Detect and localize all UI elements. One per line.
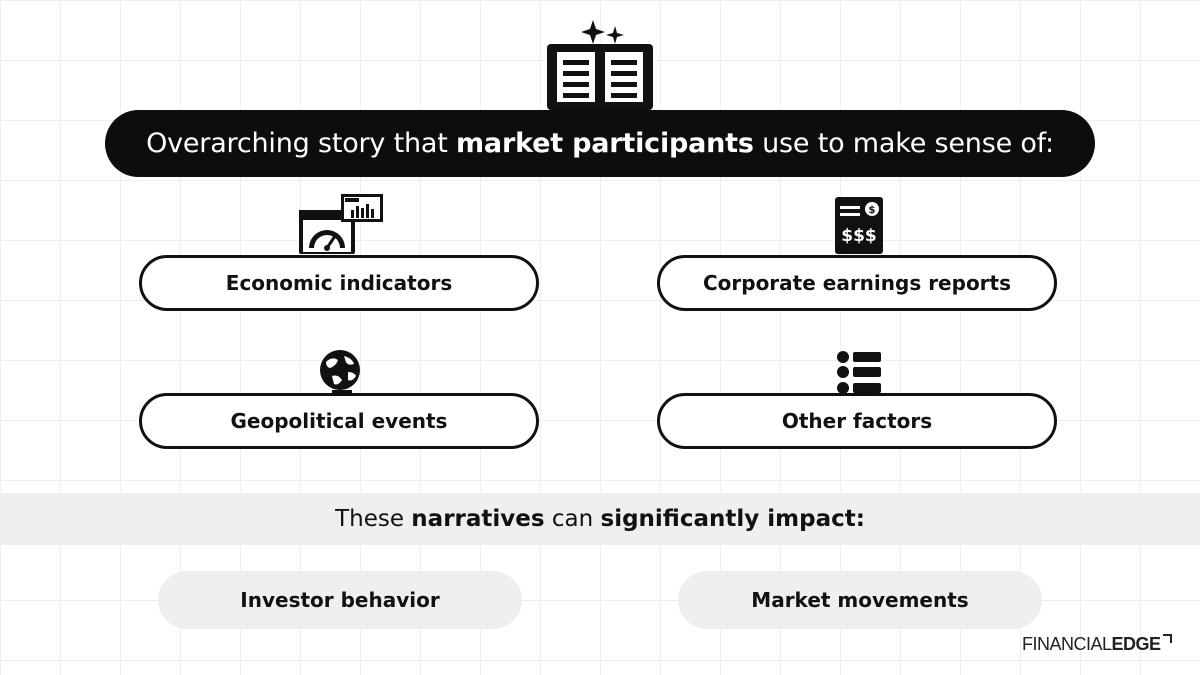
globe-icon — [320, 350, 360, 394]
logo-part1: FINANCIAL — [1022, 634, 1112, 654]
outcome-label: Market movements — [751, 588, 969, 612]
factor-pill-geopolitical-events: Geopolitical events — [139, 393, 539, 449]
impact-bold-narratives: narratives — [411, 506, 545, 532]
impact-middle: can — [544, 506, 601, 532]
factor-pill-corporate-earnings-reports: Corporate earnings reports — [657, 255, 1057, 311]
impact-band: These narratives can significantly impac… — [0, 493, 1200, 545]
impact-bold-significantly: significantly impact: — [600, 506, 865, 532]
factor-label: Geopolitical events — [230, 409, 448, 433]
logo-corner-icon — [1162, 634, 1172, 643]
impact-prefix: These — [335, 506, 412, 532]
svg-text:$: $ — [869, 205, 876, 216]
headline-bold: market participants — [456, 128, 754, 159]
dashboard-icon — [299, 194, 383, 254]
factor-pill-other-factors: Other factors — [657, 393, 1057, 449]
factor-pill-economic-indicators: Economic indicators — [139, 255, 539, 311]
logo-part2: EDGE — [1111, 634, 1162, 654]
outcome-pill-investor-behavior: Investor behavior — [158, 571, 522, 629]
factor-label: Economic indicators — [225, 271, 453, 295]
headline-suffix: use to make sense of: — [753, 128, 1054, 159]
svg-text:$$$: $$$ — [841, 226, 877, 246]
outcome-pill-market-movements: Market movements — [678, 571, 1042, 629]
factor-label: Other factors — [781, 409, 933, 433]
open-book-icon — [547, 20, 653, 110]
headline-prefix: Overarching story that — [146, 128, 456, 159]
outcome-label: Investor behavior — [240, 588, 440, 612]
headline-banner: Overarching story that market participan… — [105, 110, 1095, 177]
list-icon — [837, 351, 881, 394]
financial-edge-logo: FINANCIALEDGE — [1022, 634, 1172, 655]
earnings-report-icon: $ $$$ — [835, 197, 883, 254]
factor-label: Corporate earnings reports — [702, 271, 1012, 295]
